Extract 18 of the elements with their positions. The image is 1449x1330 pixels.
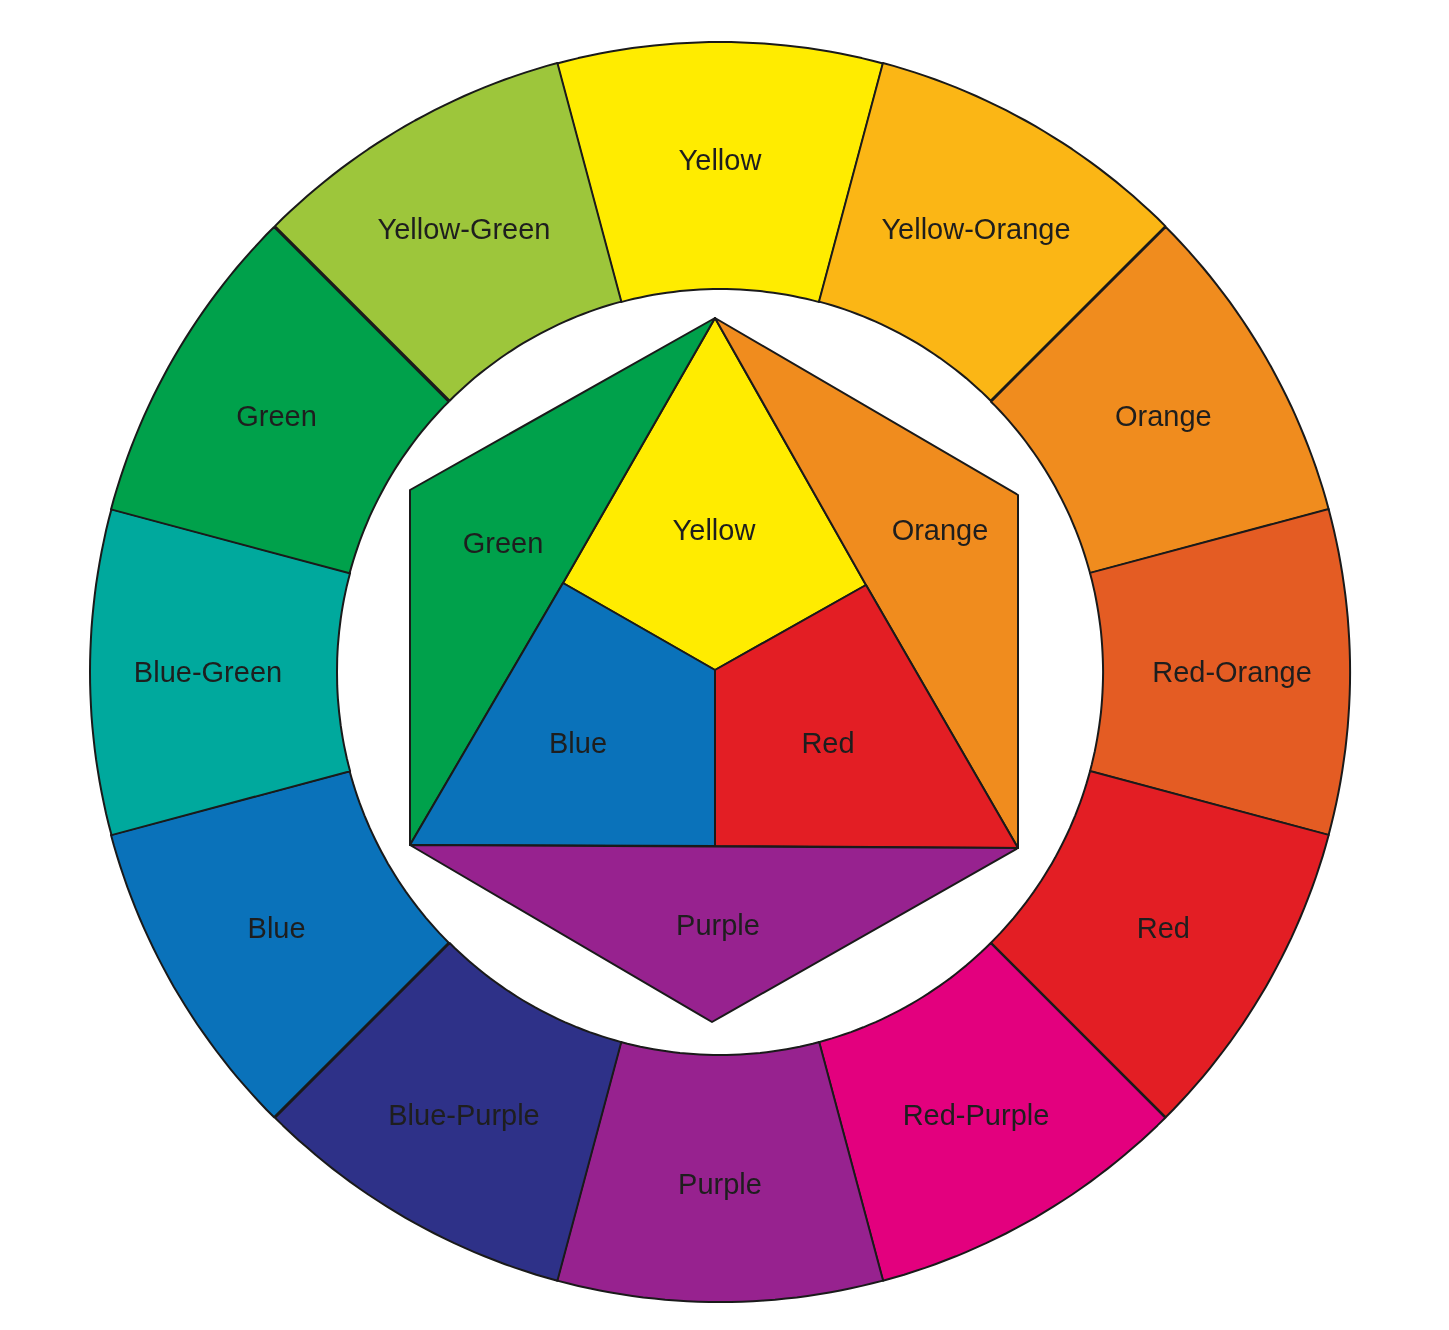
color-name: Red-Orange <box>1152 655 1312 689</box>
color-name: Yellow <box>672 513 756 547</box>
color-name: Red-Purple <box>902 1098 1050 1132</box>
color-name: Green <box>236 399 317 433</box>
color-name: Green <box>462 526 544 560</box>
color-name: Red <box>801 726 855 760</box>
color-name: Blue-Green <box>133 655 283 689</box>
color-name: Blue <box>247 911 306 945</box>
color-name: Yellow-Green <box>377 212 551 246</box>
color-name: Yellow <box>678 143 762 177</box>
color-name: Purple <box>678 1167 762 1201</box>
color-name: Orange <box>891 513 989 547</box>
color-name: Orange <box>1115 399 1212 433</box>
color-name: Red <box>1136 911 1190 945</box>
color-name: Blue-Purple <box>388 1098 540 1132</box>
color-name: Blue <box>549 726 607 760</box>
color-name: Yellow-Orange <box>881 212 1071 246</box>
color-name: Purple <box>676 908 760 942</box>
